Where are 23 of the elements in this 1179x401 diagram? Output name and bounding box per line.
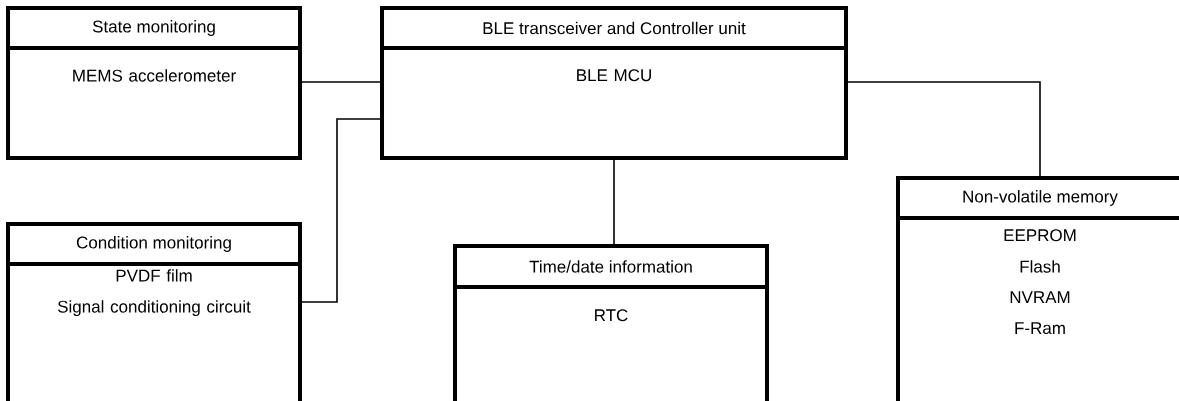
body-text: EEPROM (1004, 229, 1076, 242)
box-header: Non-volatile memory (963, 190, 1118, 206)
body-text: PVDF film (116, 269, 192, 282)
body-text: BLE MCU (577, 69, 651, 82)
box-header: Time/date information (529, 260, 692, 273)
body-text: NVRAM (1010, 291, 1070, 303)
body-text: Signal conditioning circuit (57, 300, 251, 317)
labeled-box (453, 244, 769, 401)
connector-line (613, 157, 615, 247)
labeled-box (896, 176, 1179, 401)
box-header: BLE transceiver and Controller unit (483, 21, 746, 35)
labeled-box (6, 222, 302, 401)
connector-line (845, 81, 1041, 179)
body-text: F-Ram (1015, 322, 1065, 335)
body-text: Flash (1020, 260, 1060, 273)
box-header: Condition monitoring (76, 236, 231, 252)
box-header: State monitoring (92, 20, 215, 36)
connector-line (299, 118, 383, 303)
labeled-box (380, 6, 848, 160)
labeled-box (6, 6, 302, 160)
body-text: RTC (595, 309, 628, 322)
body-text: MEMS accelerometer (73, 69, 236, 82)
connector-line (299, 81, 383, 83)
